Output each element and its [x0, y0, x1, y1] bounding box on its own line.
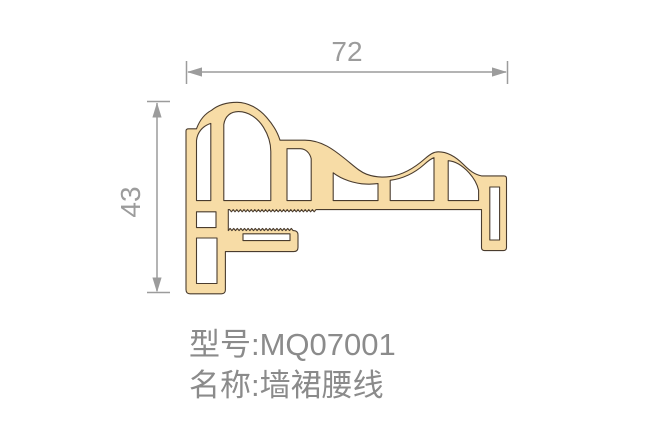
arrow-right-icon	[492, 67, 507, 77]
arrow-down-icon	[152, 277, 162, 293]
arrow-up-icon	[152, 102, 162, 118]
arrow-left-icon	[187, 67, 202, 77]
height-dimension: 43	[115, 100, 170, 294]
width-dimension-label: 72	[331, 36, 362, 67]
width-dimension: 72	[185, 36, 509, 84]
moulding-profile-shape	[185, 101, 508, 295]
name-label: 名称:墙裙腰线	[189, 368, 384, 403]
height-dimension-label: 43	[115, 186, 146, 217]
moulding-profile	[185, 101, 508, 295]
model-label: 型号:MQ07001	[189, 327, 396, 362]
